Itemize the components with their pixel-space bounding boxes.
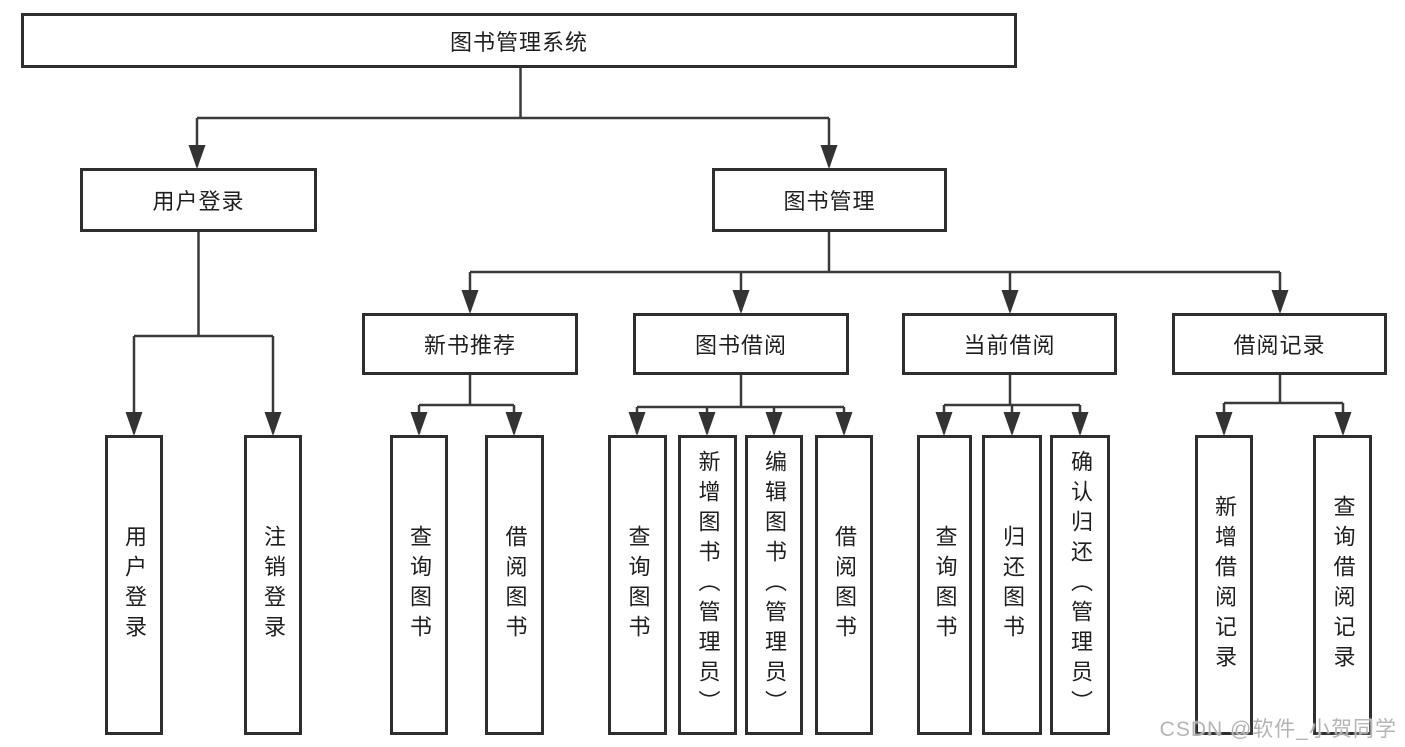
leaf-query-books-recommend-label: 查询图书 [407, 525, 432, 645]
leaf-add-book-admin-label: 新增图书（管理员） [695, 450, 721, 720]
node-user-login: 用户登录 [80, 168, 317, 232]
leaf-borrow-books-borrow-label: 借阅图书 [832, 525, 857, 645]
leaf-user-login-label: 用户登录 [122, 525, 147, 645]
edge-userlogin-to-leaves [132, 232, 275, 433]
node-current-borrow-label: 当前借阅 [963, 333, 1056, 358]
edge-newbook-to-leaves [417, 375, 516, 433]
leaf-add-borrow-record-label: 新增借阅记录 [1212, 495, 1237, 675]
leaf-borrow-books-recommend: 借阅图书 [485, 435, 544, 735]
leaf-add-borrow-record: 新增借阅记录 [1195, 435, 1253, 735]
node-root-label: 图书管理系统 [449, 29, 588, 55]
leaf-return-book-label: 归还图书 [1000, 525, 1025, 645]
node-user-login-label: 用户登录 [152, 189, 245, 214]
watermark: CSDN @软件_小贺同学 [1159, 718, 1397, 741]
leaf-logout: 注销登录 [244, 435, 302, 735]
edge-borrowrecord-to-leaves [1222, 375, 1345, 433]
leaf-query-books-current-label: 查询图书 [932, 525, 958, 645]
leaf-borrow-books-borrow: 借阅图书 [815, 435, 873, 735]
node-book-management-label: 图书管理 [783, 189, 876, 214]
leaf-query-books-borrow-label: 查询图书 [625, 525, 651, 645]
leaf-query-books-current: 查询图书 [917, 435, 972, 735]
leaf-query-books-recommend: 查询图书 [390, 435, 448, 735]
node-book-borrow: 图书借阅 [633, 313, 849, 375]
node-borrow-records-label: 借阅记录 [1233, 333, 1326, 358]
node-current-borrow: 当前借阅 [902, 313, 1117, 375]
leaf-edit-book-admin-label: 编辑图书（管理员） [762, 450, 787, 720]
leaf-edit-book-admin: 编辑图书（管理员） [745, 435, 803, 735]
node-root: 图书管理系统 [21, 13, 1017, 68]
leaf-user-login: 用户登录 [105, 435, 163, 735]
leaf-query-borrow-record-label: 查询借阅记录 [1330, 495, 1356, 675]
node-new-book-recommend: 新书推荐 [362, 313, 578, 375]
edge-root-to-branches [195, 68, 831, 166]
leaf-add-book-admin: 新增图书（管理员） [678, 435, 737, 735]
node-book-borrow-label: 图书借阅 [694, 333, 787, 358]
arrowheads [125, 145, 1352, 436]
leaf-return-book: 归还图书 [982, 435, 1042, 735]
leaf-borrow-books-recommend-label: 借阅图书 [502, 525, 528, 645]
leaf-confirm-return-admin: 确认归还（管理员） [1050, 435, 1110, 735]
node-new-book-recommend-label: 新书推荐 [423, 333, 516, 358]
leaf-confirm-return-admin-label: 确认归还（管理员） [1068, 450, 1093, 720]
edge-bookborrow-to-leaves [635, 375, 846, 433]
node-book-management: 图书管理 [712, 168, 947, 232]
leaf-query-borrow-record: 查询借阅记录 [1313, 435, 1372, 735]
node-borrow-records: 借阅记录 [1172, 313, 1387, 375]
leaf-logout-label: 注销登录 [261, 525, 286, 645]
leaf-query-books-borrow: 查询图书 [608, 435, 667, 735]
edge-bookmgmt-to-modules [468, 232, 1282, 311]
